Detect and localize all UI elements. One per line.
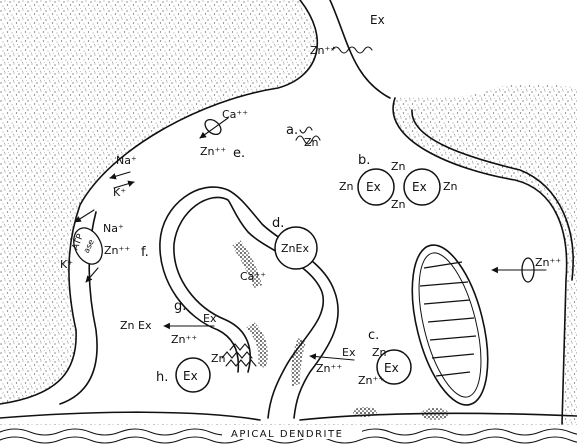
label-f: f. bbox=[141, 245, 149, 260]
label-a: a. bbox=[286, 123, 298, 138]
ex-c-label: Ex bbox=[342, 346, 356, 359]
zn-b-top: Zn bbox=[391, 160, 406, 173]
vesicle-d-znex: ZnEx bbox=[281, 242, 309, 255]
ca-d-label: Ca⁺⁺ bbox=[240, 270, 266, 283]
zn-b-left: Zn bbox=[339, 180, 354, 193]
zn-h-label: Zn bbox=[211, 352, 226, 365]
znex-g-label: Zn Ex bbox=[120, 319, 152, 332]
k-top-label: K⁺ bbox=[113, 186, 126, 199]
zn-e-label: Zn⁺⁺ bbox=[200, 145, 226, 158]
vesicle-b2-ex: Ex bbox=[412, 180, 427, 194]
label-e: e. bbox=[233, 146, 245, 161]
zn-g-label: Zn⁺⁺ bbox=[171, 333, 197, 346]
zn-cluster-a-label: Zn bbox=[304, 136, 319, 149]
zn-b-bottom: Zn bbox=[391, 198, 406, 211]
apical-dendrite-caption: APICAL DENDRITE bbox=[231, 429, 343, 440]
ca-e-label: Ca⁺⁺ bbox=[222, 108, 248, 121]
vesicle-b1-ex: Ex bbox=[366, 180, 381, 194]
ex-top-label: Ex bbox=[370, 13, 385, 27]
vesicle-h-ex: Ex bbox=[183, 369, 198, 383]
na-top-label: Na⁺ bbox=[116, 154, 137, 167]
zn-f-label: Zn⁺⁺ bbox=[104, 244, 130, 257]
postsynaptic-density-bottom-2 bbox=[421, 408, 449, 420]
zn-b-right: Zn bbox=[443, 180, 458, 193]
label-b: b. bbox=[358, 153, 370, 168]
zn-c-bottom: Zn⁺⁺ bbox=[358, 374, 384, 387]
label-d: d. bbox=[272, 216, 284, 231]
label-c: c. bbox=[368, 328, 379, 343]
vesicle-c-ex: Ex bbox=[384, 361, 399, 375]
zn-top-label: Zn⁺⁺ bbox=[310, 44, 336, 57]
label-g: g. bbox=[174, 299, 186, 314]
zn-c-left: Zn⁺⁺ bbox=[316, 362, 342, 375]
zn-c-top: Zn bbox=[372, 346, 387, 359]
k-f-label: K⁺ bbox=[60, 258, 73, 271]
na-f-label: Na⁺ bbox=[103, 222, 124, 235]
label-h: h. bbox=[156, 370, 168, 385]
zn-right-label: Zn⁺⁺ bbox=[535, 256, 561, 269]
ex-g-label: Ex bbox=[203, 312, 217, 325]
postsynaptic-density-bottom-1 bbox=[353, 407, 377, 417]
